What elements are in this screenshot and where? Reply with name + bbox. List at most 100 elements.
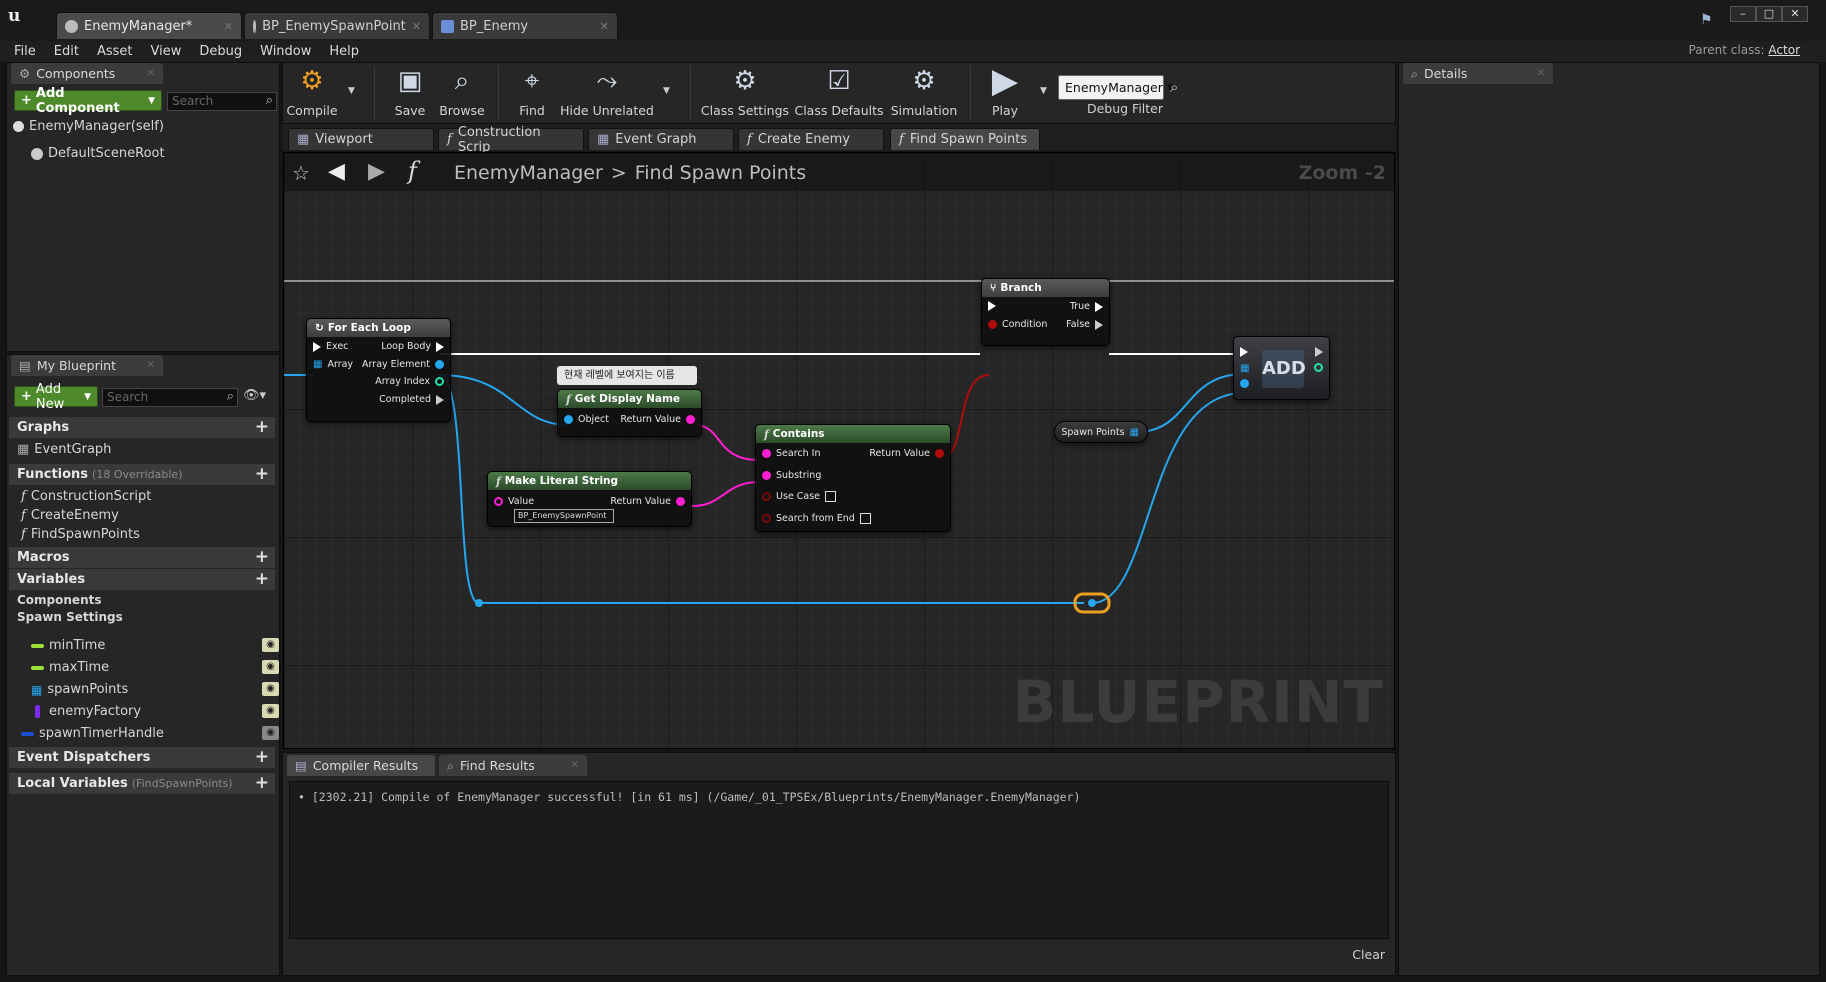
close-icon[interactable]: ✕	[570, 760, 579, 771]
add-function-button[interactable]: +	[254, 464, 269, 484]
clear-button[interactable]: Clear	[1352, 947, 1385, 962]
find-button[interactable]: ⌖ Find	[502, 62, 562, 122]
node-contains[interactable]: f Contains Search In Substring Use Case …	[755, 424, 951, 532]
add-variable-button[interactable]: +	[254, 569, 269, 589]
doc-tab-enemymanager[interactable]: EnemyManager* ✕	[56, 12, 242, 39]
save-button[interactable]: ▣ Save	[380, 62, 440, 122]
node-branch[interactable]: ⑂ Branch Condition True False	[981, 278, 1110, 346]
close-icon[interactable]: ✕	[146, 68, 155, 79]
pin-use-case[interactable]: Use Case	[762, 491, 837, 502]
class-settings-button[interactable]: ⚙ Class Settings	[700, 62, 790, 122]
visibility-eye-icon[interactable]: ◉	[262, 682, 279, 696]
pin-exec-in[interactable]	[988, 301, 996, 311]
variable-item-enemyfactory[interactable]: enemyFactory	[31, 704, 141, 719]
hide-unrelated-chevron-icon[interactable]: ▼	[663, 86, 670, 96]
function-item-constructionscript[interactable]: f ConstructionScript	[21, 489, 151, 504]
local-variables-section[interactable]: Local Variables (FindSpawnPoints) +	[9, 773, 275, 794]
variable-item-mintime[interactable]: minTime	[31, 638, 105, 653]
details-tab[interactable]: ⌕ Details ✕	[1403, 63, 1553, 84]
pin-return-value[interactable]: Return Value	[869, 448, 944, 459]
pin-search-in[interactable]: Search In	[762, 448, 820, 459]
close-icon[interactable]: ✕	[599, 19, 609, 33]
function-item-findspawnpoints[interactable]: f FindSpawnPoints	[21, 527, 140, 542]
debug-search-icon[interactable]: ⌕	[1170, 78, 1179, 96]
hide-unrelated-button[interactable]: ⤳ Hide Unrelated	[560, 62, 654, 122]
component-defaultsceneroot[interactable]: DefaultSceneRoot	[31, 146, 165, 161]
node-get-spawn-points[interactable]: Spawn Points▦	[1054, 421, 1148, 443]
pin-exec-in[interactable]: Exec	[313, 341, 348, 352]
breadcrumb-root[interactable]: EnemyManager	[454, 162, 603, 184]
tab-construction-script[interactable]: f Construction Scrip	[438, 125, 584, 155]
menu-asset[interactable]: Asset	[96, 44, 133, 59]
node-make-literal-string[interactable]: f Make Literal String Value BP_EnemySpaw…	[487, 471, 692, 527]
visibility-eye-icon[interactable]: ◉	[262, 638, 279, 652]
pin-target-array[interactable]: ▦	[1240, 363, 1249, 374]
menu-view[interactable]: View	[150, 44, 182, 59]
components-tab[interactable]: ⚙ Components ✕	[11, 63, 163, 84]
graphs-section[interactable]: Graphs +	[9, 417, 275, 438]
menu-edit[interactable]: Edit	[53, 44, 79, 59]
variable-item-spawntimerhandle[interactable]: spawnTimerHandle	[21, 726, 164, 741]
reroute-node[interactable]	[1088, 599, 1096, 607]
variable-item-maxtime[interactable]: maxTime	[31, 660, 109, 675]
tab-create-enemy[interactable]: f Create Enemy	[738, 128, 884, 150]
add-new-button[interactable]: + Add New ▼	[14, 382, 98, 412]
node-array-add[interactable]: ▦ ADD	[1233, 336, 1330, 400]
simulation-button[interactable]: ⚙ Simulation	[884, 62, 964, 122]
tab-find-results[interactable]: ⌕ Find Results ✕	[439, 755, 587, 776]
comment-bubble[interactable]: 현재 레벨에 보여지는 이름	[557, 366, 697, 385]
variables-section[interactable]: Variables +	[9, 569, 275, 590]
visibility-eye-icon[interactable]: ◉	[262, 726, 279, 740]
pin-array-index[interactable]: Array Index	[375, 376, 444, 387]
add-macro-button[interactable]: +	[254, 547, 269, 567]
add-local-variable-button[interactable]: +	[254, 773, 269, 793]
pin-return-value[interactable]: Return Value	[620, 414, 695, 425]
pin-exec-in[interactable]	[1240, 347, 1248, 357]
literal-value-input[interactable]: BP_EnemySpawnPoint	[514, 509, 614, 523]
pin-completed[interactable]: Completed	[379, 394, 444, 405]
maximize-button[interactable]: □	[1756, 6, 1782, 22]
minimize-button[interactable]: –	[1730, 6, 1756, 22]
pin-exec-out[interactable]	[1315, 347, 1323, 357]
pin-array[interactable]: ▦Array	[313, 359, 353, 370]
node-for-each-loop[interactable]: ↻ For Each Loop Exec ▦Array Loop Body Ar…	[306, 318, 451, 422]
notification-icon[interactable]: ⚑	[1700, 12, 1713, 28]
close-window-button[interactable]: ✕	[1782, 6, 1808, 22]
forward-arrow-icon[interactable]: ▶	[368, 159, 385, 184]
back-arrow-icon[interactable]: ◀	[328, 159, 345, 184]
pin-search-from-end[interactable]: Search from End	[762, 513, 871, 524]
variable-category-components[interactable]: Components	[17, 593, 102, 607]
visibility-eye-icon[interactable]: ◉	[262, 660, 279, 674]
close-icon[interactable]: ✕	[411, 19, 421, 33]
menu-window[interactable]: Window	[260, 44, 312, 59]
pin-new-item[interactable]	[1240, 379, 1249, 388]
parent-class-link[interactable]: Actor	[1768, 43, 1800, 57]
browse-button[interactable]: ⌕ Browse	[432, 62, 492, 122]
add-component-button[interactable]: + Add Component ▼	[14, 86, 162, 116]
variable-item-spawnpoints[interactable]: ▦ spawnPoints	[31, 682, 128, 697]
functions-section[interactable]: Functions (18 Overridable) +	[9, 464, 275, 485]
add-graph-button[interactable]: +	[254, 417, 269, 437]
tab-viewport[interactable]: ▦ Viewport	[288, 128, 434, 150]
search-from-end-checkbox[interactable]	[859, 513, 871, 524]
class-defaults-button[interactable]: ☑ Class Defaults	[794, 62, 884, 122]
graph-item-eventgraph[interactable]: ▦ EventGraph	[17, 442, 111, 457]
pin-object[interactable]: Object	[564, 414, 609, 425]
pin-true[interactable]: True	[1070, 301, 1103, 312]
event-dispatchers-section[interactable]: Event Dispatchers +	[9, 747, 275, 768]
close-icon[interactable]: ✕	[223, 19, 233, 33]
debug-object-select[interactable]: EnemyManager ▼	[1058, 75, 1174, 100]
menu-file[interactable]: File	[14, 44, 36, 59]
pin-array-element[interactable]: Array Element	[362, 359, 444, 370]
close-icon[interactable]: ✕	[146, 360, 155, 371]
play-options-chevron-icon[interactable]: ▼	[1040, 86, 1047, 96]
pin-loop-body[interactable]: Loop Body	[381, 341, 444, 352]
doc-tab-bp-enemy[interactable]: BP_Enemy ✕	[432, 12, 618, 39]
pin-false[interactable]: False	[1066, 319, 1103, 330]
pin-return-value[interactable]: Return Value	[610, 496, 685, 507]
variable-category-spawn-settings[interactable]: Spawn Settings	[17, 610, 123, 624]
pin-index-out[interactable]	[1314, 363, 1323, 372]
component-self[interactable]: EnemyManager(self)	[13, 119, 164, 134]
macros-section[interactable]: Macros +	[9, 547, 275, 568]
compile-button[interactable]: ⚙ Compile	[282, 62, 342, 122]
